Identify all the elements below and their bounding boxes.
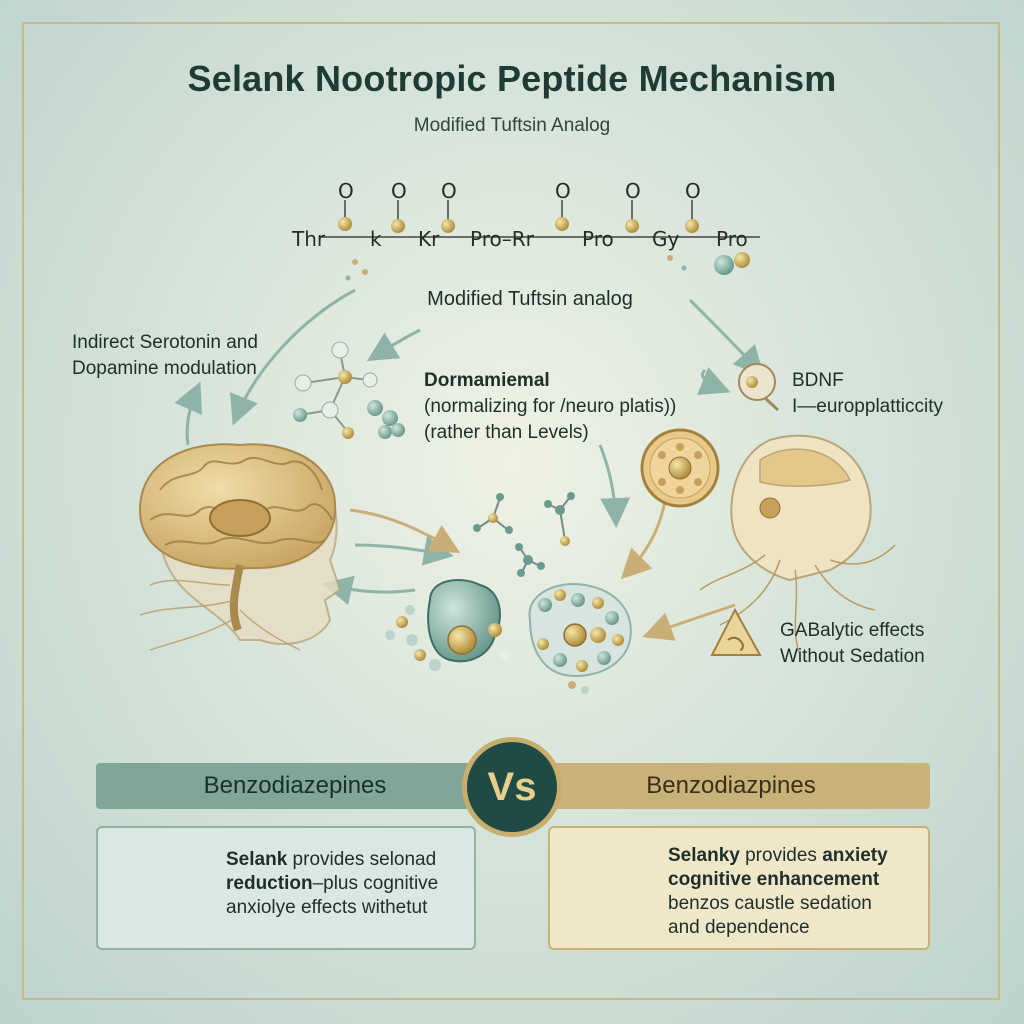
serotonin-line-2: Dopamine modulation [72, 358, 257, 379]
residue-pro: Pro [582, 227, 614, 251]
bdnf-line-1: BDNF [792, 370, 844, 391]
center-line-1: Dormamiemal [424, 370, 550, 391]
card-left-text: Selank provides selonad reduction–plus c… [226, 848, 438, 920]
comparison-header-right: Benzodiazpines [532, 763, 930, 809]
card-right-line-4: and dependence [668, 917, 810, 938]
gaba-line-1: GABalytic effects [780, 620, 925, 641]
card-left-line-3: anxiolye effects withetut [226, 897, 428, 918]
carbonyl-o: O [685, 179, 701, 203]
card-right-bold-1: Selanky [668, 845, 740, 866]
page-subtitle: Modified Tuftsin Analog [413, 115, 611, 136]
molecule-cluster-left [293, 341, 405, 439]
comparison-card-right: Selanky provides anxiety cognitive enhan… [548, 826, 930, 950]
center-line-3: (rather than Levels) [424, 422, 589, 443]
skull-illustration [699, 434, 896, 656]
receptor-cluster [385, 571, 632, 694]
residue-k: k [370, 227, 382, 251]
carbonyl-o: O [625, 179, 641, 203]
card-right-text: Selanky provides anxiety cognitive enhan… [668, 844, 888, 940]
brain-illustration [138, 443, 342, 651]
gaba-label: GABalytic effects Without Sedation [780, 618, 925, 670]
gaba-triangle-icon [710, 607, 762, 656]
carbonyl-o: O [441, 179, 457, 203]
carbonyl-o: O [391, 179, 407, 203]
card-left-bold-2: reduction [226, 873, 313, 894]
bdnf-label: BDNF I—europplatticcity [792, 368, 943, 420]
residue-kr: Kr [418, 227, 440, 251]
serotonin-line-1: Indirect Serotonin and [72, 332, 258, 353]
bdnf-pin-icon [738, 363, 780, 412]
residue-gy: Gy [652, 227, 679, 251]
residue-thr: Thr [291, 227, 326, 251]
card-right-line-3: benzos caustle sedation [668, 893, 872, 914]
bdnf-line-2: I—europplatticcity [792, 396, 944, 417]
serotonin-dopamine-label: Indirect Serotonin and Dopamine modulati… [72, 330, 258, 382]
comparison-header-left: Benzodiazepines [96, 763, 494, 809]
card-right-bold-2: cognitive enhancement [668, 869, 880, 890]
card-right-bold-1b: anxiety [822, 845, 888, 866]
page-title: Selank Nootropic Peptide Mechanism [187, 58, 837, 99]
peptide-sequence: Thr k Kr Pro–Rr Pro Gy Pro O O O O O O [291, 179, 760, 281]
center-mechanism-text: Dormamiemal (normalizing for /neuro plat… [424, 368, 676, 446]
card-left-rest-2: –plus cognitive [312, 873, 439, 894]
center-line-2: (normalizing for /neuro platis)) [424, 396, 677, 417]
gaba-line-2: Without Sedation [780, 646, 925, 667]
card-right-mid-1: provides [739, 845, 823, 866]
card-left-bold-1: Selank [226, 849, 288, 870]
carbonyl-o: O [338, 179, 354, 203]
card-left-rest-1: provides selonad [287, 849, 437, 870]
border-frame [22, 22, 1000, 1000]
residue-pro-rr: Pro–Rr [470, 227, 535, 251]
comparison-card-left: Selank provides selonad reduction–plus c… [96, 826, 476, 950]
residue-pro-end: Pro [716, 227, 748, 251]
vs-badge: Vs [462, 737, 562, 837]
tuftsin-analog-label: Modified Tuftsin analog [427, 288, 633, 310]
carbonyl-o: O [555, 179, 571, 203]
neuron-cell-circle [640, 428, 720, 508]
